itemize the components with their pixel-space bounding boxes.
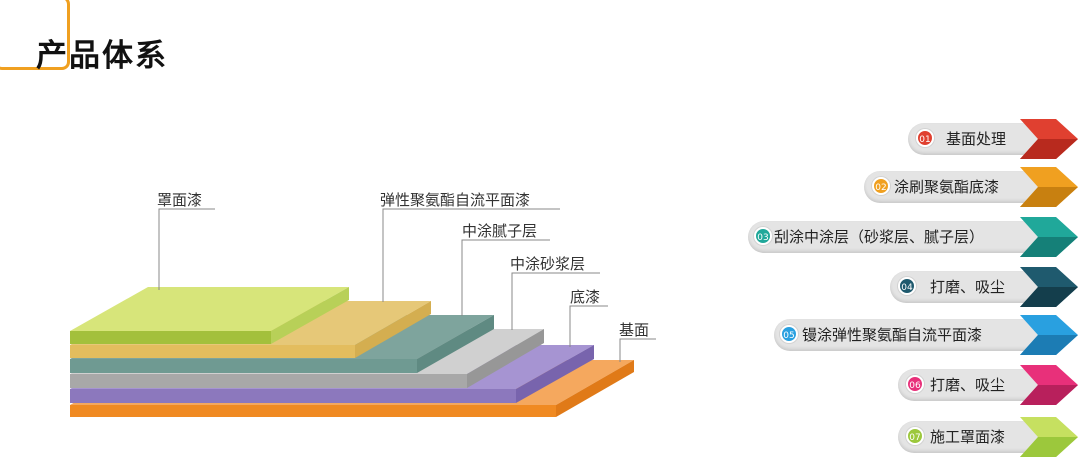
step-pill xyxy=(748,221,1048,253)
label-cover: 罩面漆 xyxy=(157,191,202,209)
step-pill xyxy=(864,171,1048,203)
step-number-badge: 07 xyxy=(906,427,924,445)
step-03: 03 刮涂中涂层（砂浆层、腻子层） xyxy=(0,217,1080,257)
layer-base-side xyxy=(556,360,634,417)
layer-topcoat-front xyxy=(70,345,355,358)
leader-primer xyxy=(569,305,608,347)
leader-topcoat xyxy=(382,208,560,302)
step-number-badge: 05 xyxy=(780,325,798,343)
label-base: 基面 xyxy=(619,321,649,339)
step-label: 镘涂弹性聚氨酯自流平面漆 xyxy=(802,326,983,344)
step-number-badge: 03 xyxy=(754,227,772,245)
label-topcoat: 弹性聚氨酯自流平面漆 xyxy=(380,191,530,209)
layer-putty-front xyxy=(70,359,417,373)
step-pill xyxy=(890,271,1048,303)
step-number-badge: 01 xyxy=(916,129,934,147)
step-label: 基面处理 xyxy=(946,130,1007,148)
chevron-arrow-icon xyxy=(1020,119,1078,159)
chevron-arrow-icon xyxy=(1020,365,1078,405)
label-primer: 底漆 xyxy=(570,288,600,306)
layer-primer-front xyxy=(70,389,516,403)
chevron-arrow-icon xyxy=(1020,315,1078,355)
layer-cover xyxy=(70,287,349,344)
layer-cover-front xyxy=(70,331,271,344)
layer-cover-side xyxy=(271,287,349,344)
chevron-arrow-icon xyxy=(1020,217,1078,257)
leader-base xyxy=(619,338,656,362)
step-01: 01 基面处理 xyxy=(0,119,1080,159)
step-label: 打磨、吸尘 xyxy=(930,376,1006,394)
step-02: 02 涂刷聚氨酯底漆 xyxy=(0,167,1080,207)
title-area: 产品体系 xyxy=(0,0,260,80)
leader-lines xyxy=(158,208,656,362)
step-05: 05 镘涂弹性聚氨酯自流平面漆 xyxy=(0,315,1080,355)
layer-base-front xyxy=(70,405,556,417)
title-bracket-decoration xyxy=(0,0,70,70)
page-title: 产品体系 xyxy=(36,38,168,74)
leader-mortar xyxy=(511,272,600,330)
layer-mortar-side xyxy=(467,329,544,388)
step-label: 涂刷聚氨酯底漆 xyxy=(894,178,1000,196)
step-pill xyxy=(774,319,1048,351)
label-putty: 中涂腻子层 xyxy=(462,222,537,240)
step-04: 04 打磨、吸尘 xyxy=(0,267,1080,307)
chevron-arrow-icon xyxy=(1020,167,1078,207)
layer-topcoat-side xyxy=(355,301,431,358)
step-06: 06 打磨、吸尘 xyxy=(0,365,1080,405)
step-label: 施工罩面漆 xyxy=(930,428,1006,446)
step-label: 打磨、吸尘 xyxy=(930,278,1006,296)
step-number-badge: 04 xyxy=(898,277,916,295)
leader-putty xyxy=(461,239,550,316)
label-mortar: 中涂砂浆层 xyxy=(510,255,585,273)
chevron-arrow-icon xyxy=(1020,417,1078,457)
step-number-badge: 02 xyxy=(872,177,890,195)
layer-mortar-front xyxy=(70,374,467,388)
leader-cover xyxy=(158,208,215,290)
step-label: 刮涂中涂层（砂浆层、腻子层） xyxy=(774,228,985,246)
chevron-arrow-icon xyxy=(1020,267,1078,307)
step-number-badge: 06 xyxy=(906,375,924,393)
layer-putty-side xyxy=(417,315,494,373)
layer-cover-top xyxy=(70,287,349,331)
step-07: 07 施工罩面漆 xyxy=(0,417,1080,457)
layer-primer-side xyxy=(516,345,594,403)
